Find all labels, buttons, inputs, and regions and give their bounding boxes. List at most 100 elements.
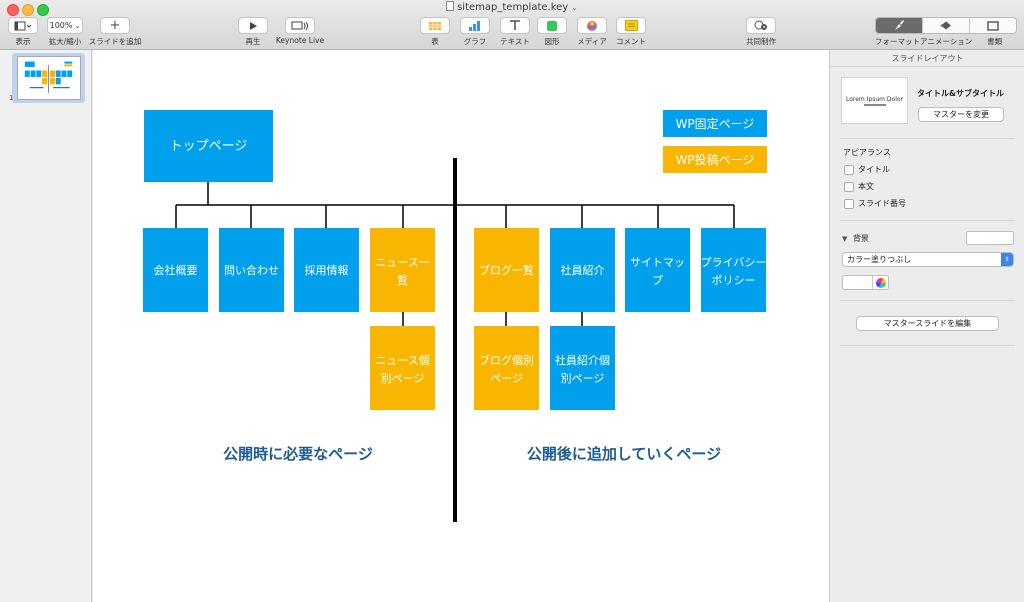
background-section-toggle[interactable]: ▼ 背景 bbox=[842, 233, 869, 244]
legend-wp-post-page[interactable]: WP投稿ページ bbox=[663, 146, 767, 173]
chart-button[interactable]: グラフ bbox=[460, 17, 490, 47]
appearance-heading: アピアランス bbox=[843, 148, 891, 157]
comment-icon bbox=[624, 20, 638, 31]
page-box-privacy[interactable]: プライバシー ポリシー bbox=[701, 228, 767, 312]
color-well-divider bbox=[872, 276, 873, 289]
page-box-recruit[interactable]: 採用情報 bbox=[294, 228, 359, 312]
minimize-window-button[interactable] bbox=[22, 4, 34, 16]
layout-preview-text: Lorem Ipsum Dolor bbox=[845, 96, 904, 103]
page-label-recruit: 採用情報 bbox=[305, 263, 349, 277]
document-icon bbox=[987, 20, 999, 31]
comment-label: コメント bbox=[616, 37, 646, 46]
page-label-news-detail-line1: ニュース個 bbox=[375, 354, 429, 367]
shape-button[interactable]: 図形 bbox=[537, 17, 567, 47]
page-box-contact[interactable]: 問い合わせ bbox=[219, 228, 284, 312]
slide-thumbnail[interactable] bbox=[17, 56, 81, 100]
collaborate-label: 共同制作 bbox=[746, 37, 776, 46]
page-box-staff[interactable]: 社員紹介 bbox=[550, 228, 615, 312]
title-checkbox[interactable] bbox=[844, 164, 854, 175]
page-label-blog-detail-line2: ページ bbox=[490, 372, 523, 385]
page-label-blog-list: ブログ一覧 bbox=[479, 263, 534, 277]
play-icon bbox=[250, 21, 257, 30]
fill-type-value: カラー塗りつぶし bbox=[847, 255, 912, 264]
page-label-news-list-line2: 覧 bbox=[397, 273, 408, 287]
keynote-live-icon bbox=[291, 21, 308, 30]
edit-master-slide-button[interactable]: マスタースライドを編集 bbox=[856, 316, 999, 331]
page-box-news-detail[interactable]: ニュース個 別ページ bbox=[370, 326, 435, 410]
page-label-staff-detail-line1: 社員紹介個 bbox=[555, 353, 610, 367]
center-divider-line bbox=[453, 158, 457, 522]
body-checkbox[interactable] bbox=[844, 181, 854, 192]
slide-layout-preview[interactable]: Lorem Ipsum Dolor bbox=[841, 77, 908, 124]
page-box-staff-detail[interactable]: 社員紹介個 別ページ bbox=[550, 326, 615, 410]
add-slide-button[interactable]: + スライドを追加 bbox=[88, 17, 142, 47]
heading-added-after-launch[interactable]: 公開後に追加していくページ bbox=[527, 445, 721, 463]
media-label: メディア bbox=[577, 37, 607, 46]
disclosure-triangle-icon: ▼ bbox=[842, 235, 848, 243]
legend-fixed-label: WP固定ページ bbox=[676, 116, 755, 131]
window-title[interactable]: sitemap_template.key⌄ bbox=[0, 1, 1024, 13]
page-box-news-list[interactable]: ニュース一 覧 bbox=[370, 228, 435, 312]
view-label: 表示 bbox=[15, 37, 31, 46]
play-label: 再生 bbox=[245, 37, 261, 46]
tab-animate[interactable] bbox=[923, 18, 970, 33]
slide-number-checkbox-row[interactable]: スライド番号 bbox=[844, 198, 906, 209]
shape-icon bbox=[547, 20, 557, 31]
zoom-menu-button[interactable]: 100%⌄ 拡大/縮小 bbox=[45, 17, 85, 47]
slide-number-checkbox-label: スライド番号 bbox=[858, 199, 906, 208]
color-wheel-icon[interactable] bbox=[876, 278, 886, 288]
view-menu-button[interactable]: 表示 bbox=[8, 17, 38, 47]
toolbar: sitemap_template.key⌄ 表示 100%⌄ 拡大/縮小 + ス… bbox=[0, 0, 1024, 50]
page-box-blog-list[interactable]: ブログ一覧 bbox=[474, 228, 539, 312]
play-button[interactable]: 再生 bbox=[238, 17, 268, 47]
page-label-news-detail-line2: 別ページ bbox=[381, 372, 425, 385]
heading-required-at-launch[interactable]: 公開時に必要なページ bbox=[223, 445, 373, 463]
body-checkbox-label: 本文 bbox=[858, 182, 874, 191]
comment-button[interactable]: コメント bbox=[614, 17, 648, 47]
title-checkbox-label: タイトル bbox=[858, 165, 890, 174]
page-box-company[interactable]: 会社概要 bbox=[143, 228, 208, 312]
slide-number: 1 bbox=[9, 94, 14, 102]
select-arrows-icon: ⇕ bbox=[1001, 253, 1013, 266]
tab-document[interactable] bbox=[970, 18, 1016, 33]
paintbrush-icon bbox=[895, 20, 904, 30]
body-checkbox-row[interactable]: 本文 bbox=[844, 181, 874, 192]
title-checkbox-row[interactable]: タイトル bbox=[844, 164, 890, 175]
inspector-tab-group bbox=[875, 17, 1017, 34]
page-box-sitemap[interactable]: サイトマッ プ bbox=[625, 228, 690, 312]
page-box-blog-detail[interactable]: ブログ個別 ページ bbox=[474, 326, 539, 410]
collaborate-button[interactable]: 共同制作 bbox=[746, 17, 776, 47]
slide-canvas[interactable]: トップページ WP固定ページ WP投稿ページ 会社概要 問い合わせ bbox=[93, 50, 829, 602]
top-page-box[interactable]: トップページ bbox=[144, 110, 273, 182]
page-label-staff: 社員紹介 bbox=[561, 263, 605, 277]
background-color-swatch[interactable] bbox=[966, 231, 1014, 245]
page-label-blog-detail-line1: ブログ個別 bbox=[479, 353, 534, 367]
chart-label: グラフ bbox=[463, 37, 487, 46]
text-button[interactable]: テキスト bbox=[498, 17, 532, 47]
change-master-button[interactable]: マスターを変更 bbox=[918, 107, 1004, 122]
table-button[interactable]: 表 bbox=[420, 17, 450, 47]
page-label-news-list-line1: ニュース一 bbox=[375, 256, 429, 269]
table-icon bbox=[429, 21, 441, 30]
document-label: 書類 bbox=[987, 37, 1003, 46]
keynote-document-icon bbox=[446, 1, 455, 11]
fullscreen-window-button[interactable] bbox=[37, 4, 49, 16]
fill-type-select[interactable]: カラー塗りつぶし ⇕ bbox=[842, 252, 1014, 267]
page-label-sitemap-line1: サイトマッ bbox=[630, 256, 685, 269]
legend-wp-fixed-page[interactable]: WP固定ページ bbox=[663, 110, 767, 137]
media-button[interactable]: メディア bbox=[576, 17, 608, 47]
add-slide-label: スライドを追加 bbox=[88, 37, 142, 46]
slide-number-checkbox[interactable] bbox=[844, 198, 854, 209]
page-label-staff-detail-line2: 別ページ bbox=[561, 372, 605, 385]
close-window-button[interactable] bbox=[7, 4, 19, 16]
layout-name: タイトル&サブタイトル bbox=[917, 89, 1004, 98]
keynote-live-label: Keynote Live bbox=[275, 36, 325, 45]
tab-format[interactable] bbox=[876, 18, 923, 33]
top-page-label: トップページ bbox=[170, 139, 248, 154]
view-icon bbox=[14, 21, 32, 30]
page-label-privacy-line2: ポリシー bbox=[712, 274, 756, 287]
color-well[interactable] bbox=[842, 275, 889, 290]
format-label: フォーマット bbox=[875, 37, 920, 46]
keynote-live-button[interactable]: Keynote Live bbox=[272, 17, 328, 45]
